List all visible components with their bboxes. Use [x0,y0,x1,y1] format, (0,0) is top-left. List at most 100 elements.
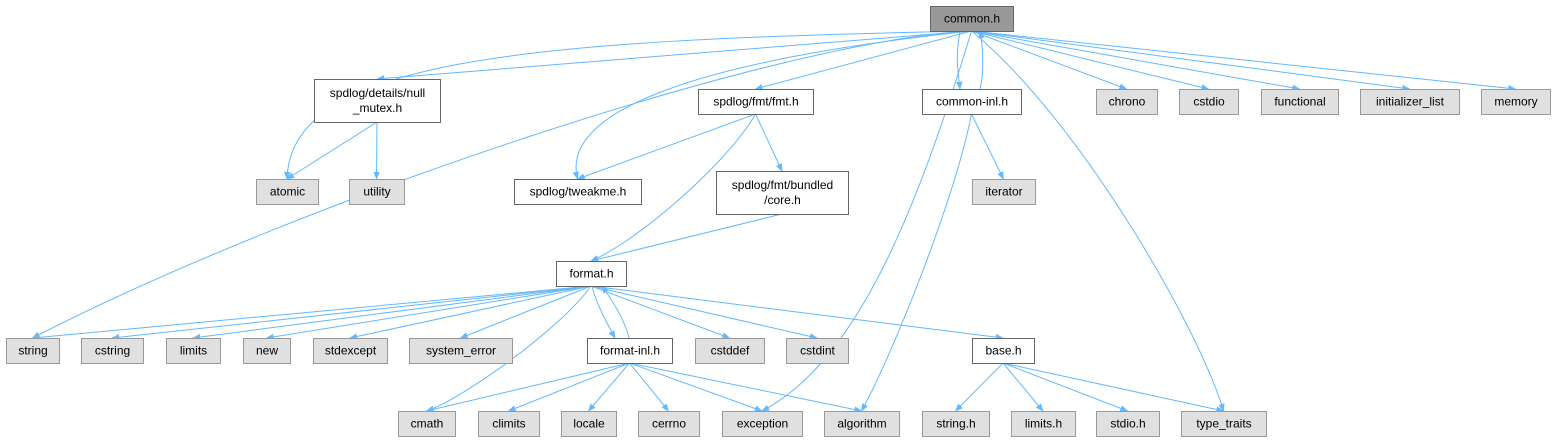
node-label: base.h [985,344,1021,358]
edge-core_h-to-format_h [590,213,783,263]
node-label: string [18,344,47,358]
node-label: cstddef [711,344,750,358]
edge-format_inl-to-cmath [425,362,630,413]
node-box [398,411,456,437]
edge-common_h-to-memory [971,30,1517,92]
node-new: new [243,338,291,364]
node-box [349,179,405,205]
edge-format_inl-to-algorithm [629,362,863,413]
edge-common_h-to-functional [971,30,1301,91]
edge-format_h-to-cstdint [590,285,818,340]
node-box [1181,411,1267,437]
edge-base_h-to-limits_h [1002,362,1044,412]
node-label: chrono [1109,95,1146,109]
node-box [256,179,319,205]
node-label: new [256,344,278,358]
node-base-h[interactable]: base.h [972,338,1035,364]
node-label: atomic [270,185,305,199]
node-box [922,89,1022,115]
node-label: stdio.h [1110,417,1145,431]
edge-common_h-to-atomic [283,30,972,180]
node-label: stdexcept [325,344,377,358]
node-box [1096,411,1160,437]
node-null-mutex[interactable]: spdlog/details/null_mutex.h [314,79,441,123]
node-chrono: chrono [1096,89,1158,115]
node-box [313,338,388,364]
node-common-h[interactable]: common.h [930,6,1014,32]
node-label: initializer_list [1376,95,1445,109]
node-box [478,411,540,437]
edge-common_h-to-fmt_h [754,30,972,91]
edge-format_h-to-limits [192,285,592,341]
edge-format_h-to-cstddef [590,285,731,339]
node-tweakme[interactable]: spdlog/tweakme.h [514,179,642,205]
node-format-h[interactable]: format.h [556,261,627,287]
node-box [409,338,513,364]
node-stdio-h: stdio.h [1096,411,1160,437]
edge-format_h-to-system_error [459,285,592,339]
edge-format_h-to-stdexcept [349,285,592,340]
edge-null_mutex-to-utility [373,121,380,180]
node-climits: climits [478,411,540,437]
node-box [972,179,1036,205]
node-box [930,6,1014,32]
edge-null_mutex-to-atomic [286,121,378,180]
edge-common_h-to-tweakme [572,30,972,180]
edge-format_inl-to-locale [587,362,630,412]
node-label: memory [1494,95,1537,109]
edge-fmt_h-to-tweakme [576,113,756,180]
node-label: limits.h [1025,417,1062,431]
node-label: format.h [569,267,613,281]
node-box [1096,89,1158,115]
node-box [695,338,765,364]
edge-format_inl-to-climits [507,362,630,412]
edge-common_h-to-null_mutex [376,30,972,82]
edge-common_inl-to-iterator [971,113,1004,180]
edge-base_h-to-stdio_h [1002,362,1129,412]
node-label: utility [363,185,390,199]
node-label: cstdint [800,344,835,358]
node-cmath: cmath [398,411,456,437]
edge-common_h-to-initializer_list [971,30,1411,92]
node-label: exception [737,417,788,431]
node-iterator: iterator [972,179,1036,205]
node-label: functional [1274,95,1325,109]
node-label: cmath [411,417,444,431]
node-atomic: atomic [256,179,319,205]
node-label: /core.h [764,193,801,207]
node-box [166,338,221,364]
node-common-inl[interactable]: common-inl.h [922,89,1022,115]
node-box [243,338,291,364]
node-fmt-h[interactable]: spdlog/fmt/fmt.h [698,89,814,115]
node-stdexcept: stdexcept [313,338,388,364]
node-box [1360,89,1460,115]
node-label: _mutex.h [352,101,402,115]
node-box [722,411,803,437]
node-type-traits: type_traits [1181,411,1267,437]
node-box [81,338,144,364]
edge-format_h-to-cstring [111,285,592,341]
node-label: algorithm [837,417,886,431]
node-label: climits [492,417,525,431]
node-cstring: cstring [81,338,144,364]
node-label: iterator [985,185,1022,199]
node-box [587,338,673,364]
edge-common_h-to-common_inl [956,30,963,90]
edge-format_inl-to-exception [629,362,763,412]
edge-format_inl-to-format_h [601,285,630,339]
edge-base_h-to-string_h [954,362,1004,412]
node-initializer-list: initializer_list [1360,89,1460,115]
node-memory: memory [1481,89,1551,115]
edge-common_h-to-cstdio [971,30,1210,91]
edge-fmt_h-to-format_h [590,113,756,262]
edge-format_inl-to-cerrno [629,362,670,412]
node-label: type_traits [1196,417,1251,431]
node-label: locale [573,417,605,431]
node-core-h[interactable]: spdlog/fmt/bundled/core.h [716,171,849,215]
node-format-inl[interactable]: format-inl.h [587,338,673,364]
node-cerrno: cerrno [638,411,700,437]
node-box [1481,89,1551,115]
node-box [561,411,617,437]
node-limits-h: limits.h [1011,411,1076,437]
